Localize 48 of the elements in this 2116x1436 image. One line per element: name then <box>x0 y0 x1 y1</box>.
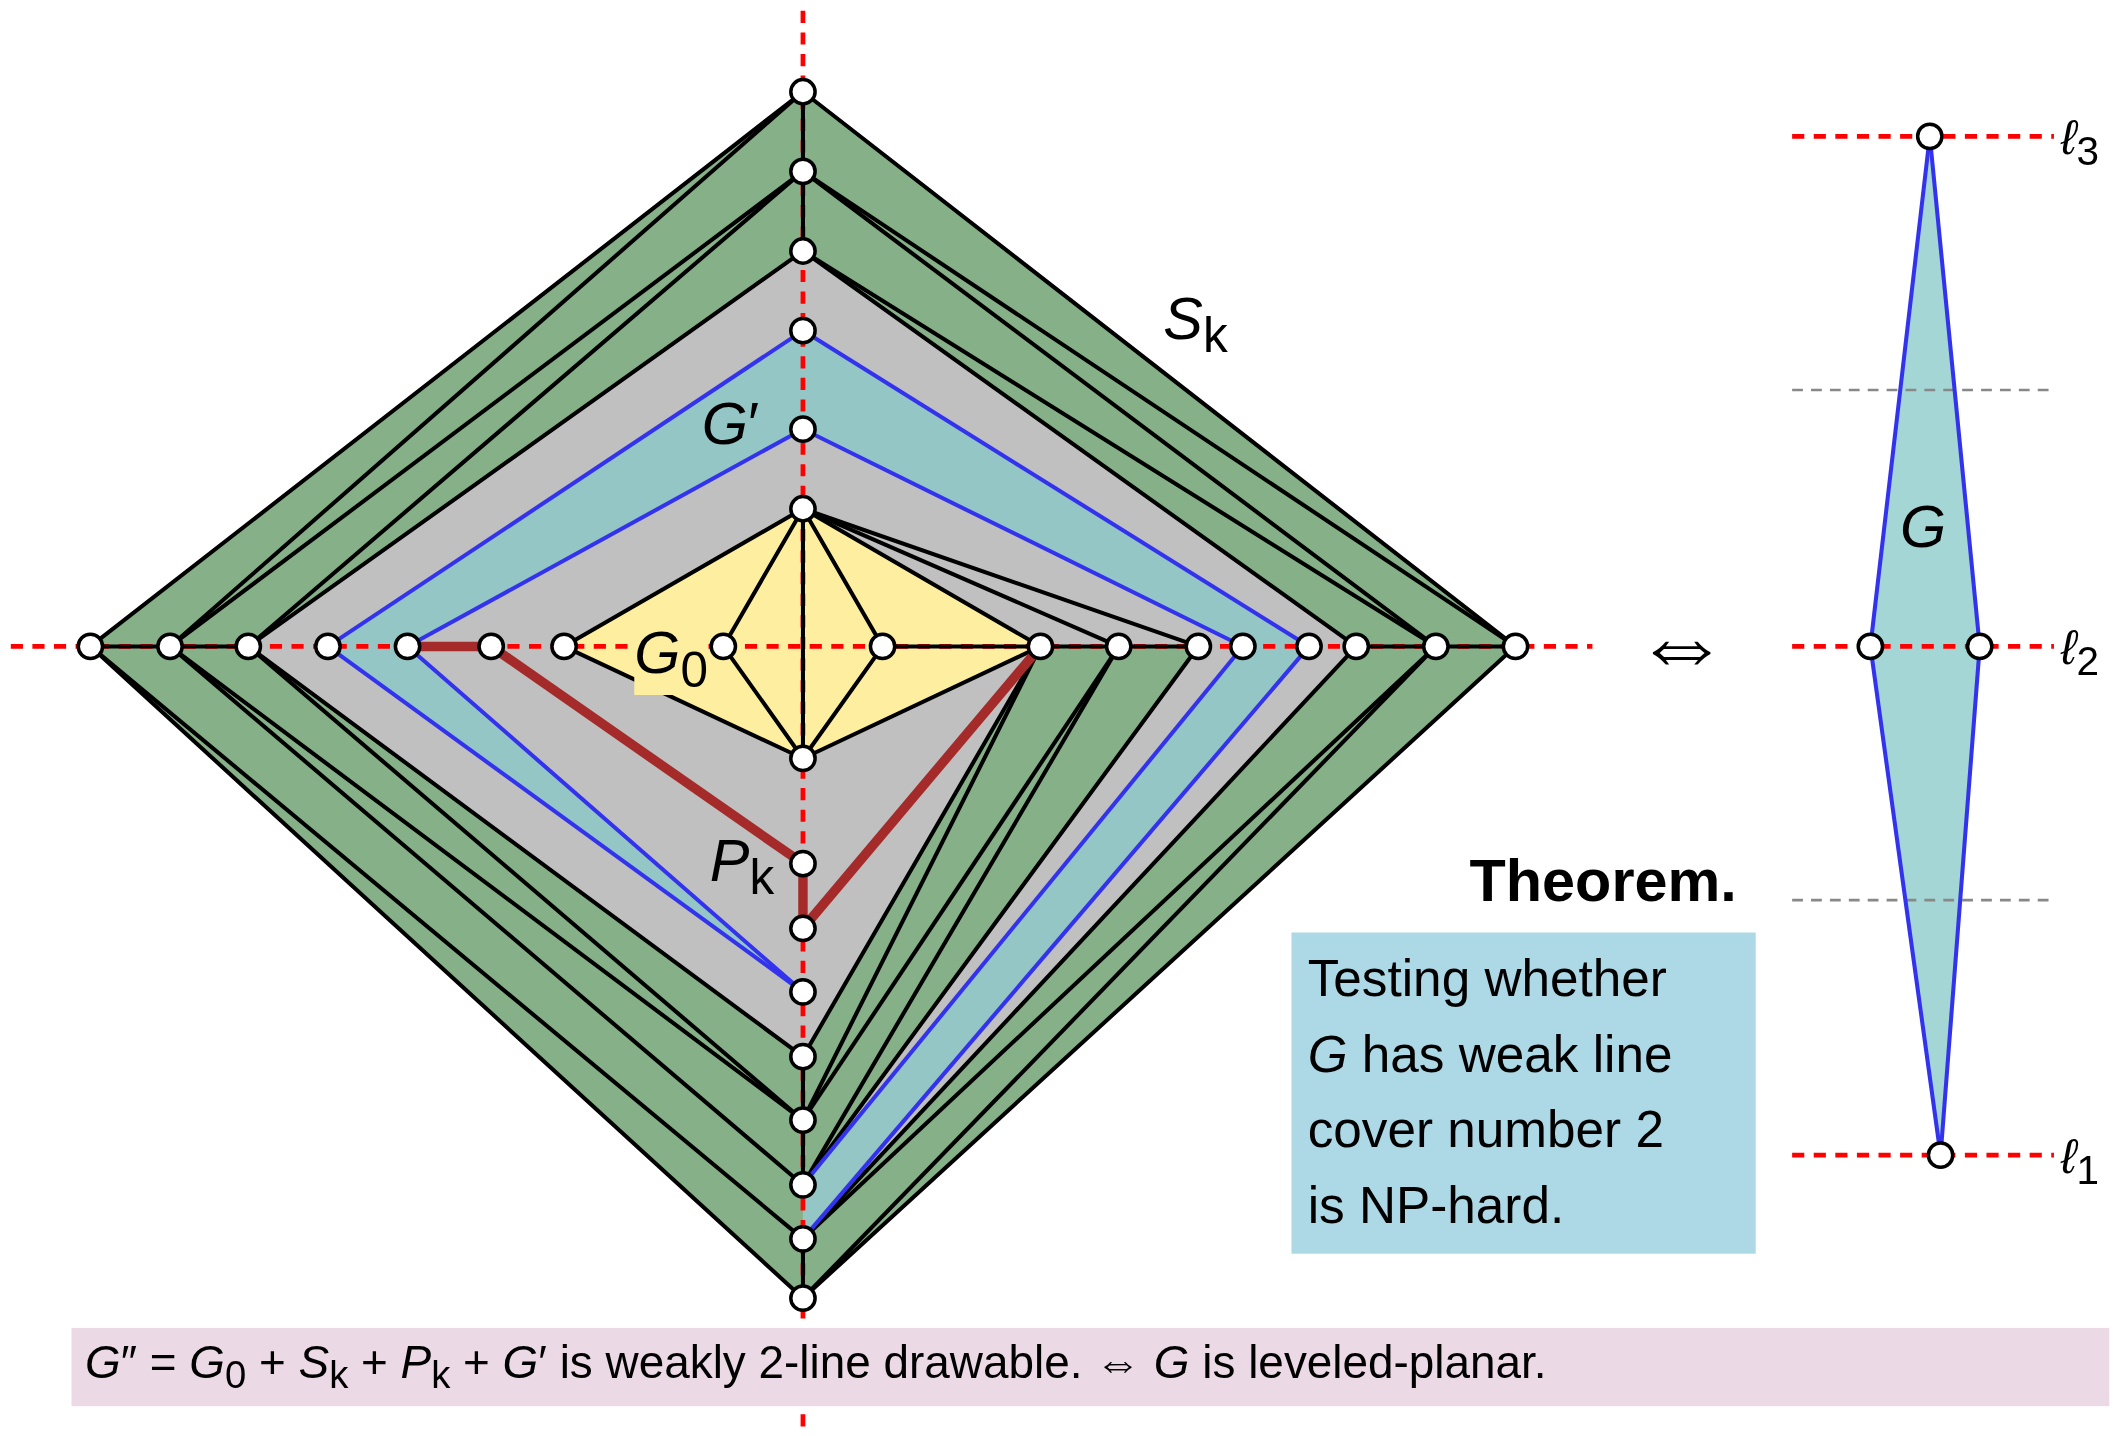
math-label: G <box>1900 496 1947 556</box>
graph-edge <box>811 335 1301 642</box>
graph-vertex <box>1295 632 1323 661</box>
graph-vertex <box>1915 122 1944 151</box>
graph-vertex <box>1026 632 1055 661</box>
graph-vertex <box>1965 632 1994 661</box>
graph-vertex <box>156 632 184 661</box>
graph-edge <box>728 654 798 751</box>
graph-vertex <box>1501 632 1530 661</box>
graph-vertex <box>868 632 897 661</box>
graph-vertex <box>393 632 422 661</box>
graph-vertex <box>789 1042 817 1071</box>
level-label: ℓ$_{2}$ <box>2060 623 2099 682</box>
graph-vertex <box>1926 1141 1955 1170</box>
theorem-heading: Theorem. <box>1469 846 1737 916</box>
statement-banner <box>71 1327 2110 1407</box>
equivalence-statement: G″ = G$_{0}$ + S$_{k}$ + P$_{k}$ + G′ is weakly 2-line drawable. ⇔ G is leveled-planar. <box>85 1336 1547 1398</box>
graph-vertex <box>477 632 506 661</box>
math-label: S$_{k}$ <box>1163 288 1228 361</box>
graph-vertex <box>1856 632 1885 661</box>
graph-vertex <box>1421 632 1450 661</box>
graph-vertex <box>789 744 817 773</box>
graph-edge <box>336 335 795 642</box>
graph-vertex <box>1229 632 1257 661</box>
graph-edge <box>807 517 879 638</box>
graph-vertex <box>234 632 263 661</box>
graph-vertex <box>789 1284 817 1313</box>
level-label: ℓ$_{1}$ <box>2060 1132 2099 1191</box>
graph-vertex <box>709 632 738 661</box>
graph-vertex <box>314 632 342 661</box>
equivalence-symbol: ⇔ <box>1632 593 1731 691</box>
graph-edge <box>572 512 795 643</box>
graph-edge <box>727 517 799 638</box>
graph-vertex <box>789 849 817 878</box>
graph-edge <box>807 654 878 751</box>
graph-vertex <box>789 914 817 943</box>
graph-vertex <box>789 77 817 106</box>
graph-vertex <box>76 632 105 661</box>
level-label: ℓ$_{3}$ <box>2060 113 2099 172</box>
graph-vertex <box>1342 632 1371 661</box>
graph-vertex <box>550 632 578 661</box>
math-label: P$_{k}$ <box>709 831 775 904</box>
graph-vertex <box>789 494 817 523</box>
math-label: G′ <box>701 394 760 454</box>
graph-vertex <box>1184 632 1213 661</box>
theorem-statement: Testing whether G has weak line cover number 2 is NP-hard. <box>1307 949 1674 1236</box>
graph-vertex <box>1104 632 1133 661</box>
graph-vertex <box>789 316 817 345</box>
